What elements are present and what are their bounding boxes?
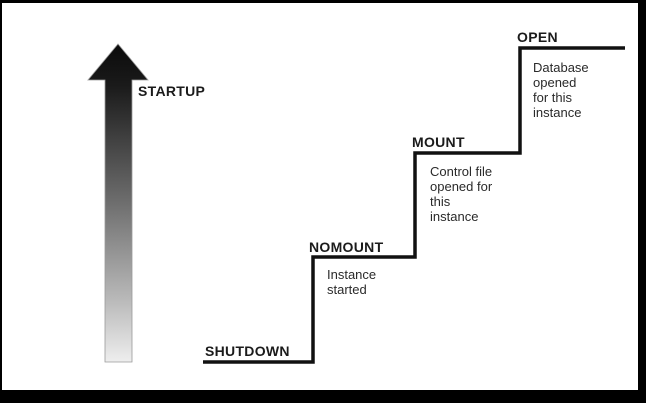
- staircase-line: [203, 46, 625, 364]
- stage-label-open: OPEN: [517, 29, 558, 45]
- stage-label-nomount: NOMOUNT: [309, 239, 384, 255]
- up-arrow-icon: [87, 43, 149, 363]
- stage-label-mount: MOUNT: [412, 134, 465, 150]
- startup-arrow-label: STARTUP: [138, 83, 206, 99]
- stage-description-nomount: Instance started: [327, 267, 377, 297]
- stage-label-shutdown: SHUTDOWN: [205, 343, 290, 359]
- stage-description-mount: Control file opened for this instance: [430, 164, 493, 224]
- stage-description-open: Database opened for this instance: [533, 60, 589, 120]
